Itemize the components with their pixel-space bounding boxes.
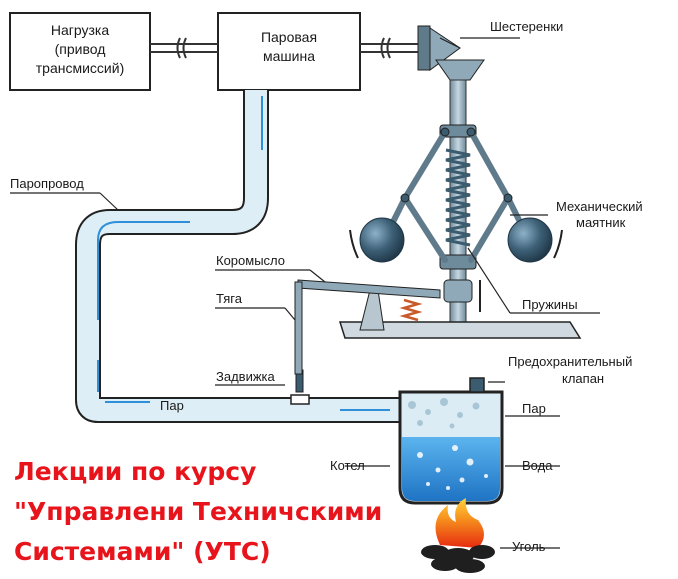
boiler-steam-label: Пар [522, 401, 546, 416]
load-box: Нагрузка (привод трансмиссий) [9, 12, 151, 91]
drive-shafts [150, 37, 420, 59]
springs-label: Пружины [522, 297, 578, 312]
engine-label-line2: машина [263, 48, 315, 64]
engine-label-line1: Паровая [261, 29, 317, 45]
water-label: Вода [522, 458, 553, 473]
load-label-line2: (привод [55, 41, 106, 57]
steam-pipe [75, 90, 402, 423]
rod-label: Тяга [216, 291, 243, 306]
safety-valve-label-line1: Предохранительный [508, 354, 632, 369]
leader-lines [10, 37, 600, 549]
load-label-line3: трансмиссий) [36, 60, 124, 76]
pipe-steam-label: Пар [160, 398, 184, 413]
boiler [398, 377, 504, 505]
safety-valve-label-line2: клапан [562, 371, 604, 386]
load-label-line1: Нагрузка [51, 22, 109, 38]
pendulum-label-line2: маятник [576, 215, 626, 230]
coal-label: Уголь [512, 539, 546, 554]
gears-label: Шестеренки [490, 19, 563, 34]
governor [294, 25, 582, 375]
boiler-label: Котел [330, 458, 365, 473]
lecture-title-line1: Лекции по курсу [14, 457, 256, 486]
valve-label: Задвижка [216, 369, 276, 384]
lecture-title-line2: "Управлени Техничскими [14, 497, 382, 526]
rocker-label: Коромысло [216, 253, 285, 268]
coal-fire [421, 498, 495, 573]
engine-box: Паровая машина [217, 12, 361, 91]
lecture-title-line3: Системами" (УТС) [14, 537, 271, 566]
pendulum-label-line1: Механический [556, 199, 643, 214]
steam-pipe-label: Паропровод [10, 176, 84, 191]
